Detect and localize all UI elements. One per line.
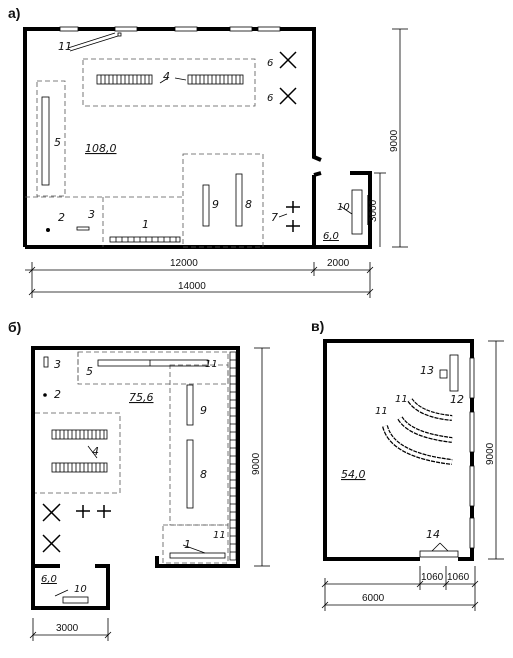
plan-b-crosses [42,503,111,553]
plan-v-label: в) [311,318,324,334]
plan-a-num-11: 11 [58,40,72,53]
plan-b: б) [8,319,270,641]
plan-b-dim-3000: 3000 [56,623,79,634]
plan-b-dim-9000: 9000 [251,452,262,475]
plan-a-racks-4 [96,74,244,85]
plan-v-item-13 [439,369,448,379]
plan-b-area-small: 6,0 [41,574,57,585]
plan-a-dimensions [25,28,408,298]
plan-a-walls [23,27,372,249]
plan-a: а) [8,5,408,298]
plan-v-num-13: 13 [420,364,434,377]
plan-v-dim-6000: 6000 [362,593,385,604]
plan-a-num-2: 2 [58,211,65,224]
plan-b-num-2: 2 [54,388,61,401]
plan-a-num-9: 9 [212,198,219,211]
plan-b-area: 75,6 [129,391,154,404]
plan-a-crosses-6 [279,51,297,105]
plan-a-item-10 [339,189,363,235]
plan-a-counter-5 [41,96,50,186]
plan-a-rack-8 [235,173,243,227]
plan-a-num-5: 5 [54,136,61,149]
plan-a-num-7: 7 [271,211,278,224]
plan-a-num-6a: 6 [267,58,273,69]
plan-b-item-3 [43,356,49,368]
plan-a-plus-7 [278,201,300,232]
plan-b-counter-1 [169,544,226,559]
plan-a-area: 108,0 [85,142,117,155]
plan-b-numbers: 3 2 5 11 4 9 8 11 1 10 75,6 6,0 [41,358,226,595]
plan-a-item-2 [46,228,50,232]
plan-b-counter-5 [97,359,209,367]
plan-v-walls [323,339,474,561]
plan-a-num-10: 10 [337,202,350,213]
plan-v-windows [469,357,475,549]
plan-v-numbers: 13 12 11 11 14 54,0 [341,364,464,541]
plan-a-dim-3000: 3000 [368,199,379,222]
plan-a-num-6b: 6 [267,93,273,104]
plan-a-item-11 [67,32,122,52]
plan-a-counter-1 [109,236,181,243]
plan-b-dimensions [29,347,270,641]
plan-a-rack-9 [202,184,210,227]
plan-a-windows [59,26,281,32]
plan-v-dim-1060b: 1060 [447,572,470,583]
plan-v-num-11b: 11 [375,406,388,417]
plan-a-numbers: 11 4 6 6 5 2 3 1 9 8 7 10 108,0 6,0 [54,40,350,242]
plan-a-dim-14000: 14000 [178,281,206,292]
plan-v-item-14 [419,542,459,558]
plan-a-dim-2000: 2000 [327,258,350,269]
plan-a-dim-12000: 12000 [170,258,198,269]
plan-b-rack-8 [186,439,194,509]
plan-a-label: а) [8,5,20,21]
plan-v-num-12: 12 [450,393,464,406]
plan-v-num-14: 14 [426,528,440,541]
plan-a-zones [25,58,264,248]
plan-b-walls [31,346,240,610]
plan-a-num-8: 8 [245,198,252,211]
plan-b-racks-4 [51,429,108,473]
plan-b-rack-9 [186,384,194,426]
plan-a-item-3 [76,226,90,231]
plan-a-dim-9000: 9000 [389,129,400,152]
plan-b-num-10: 10 [74,584,87,595]
plan-b-num-4: 4 [92,445,99,458]
plan-a-num-4: 4 [163,70,170,83]
plan-v-dim-1060a: 1060 [421,572,444,583]
plan-v-dim-9000: 9000 [485,442,496,465]
plan-v-item-12 [449,354,459,392]
plan-b-num-11a: 11 [205,359,218,370]
plan-v-seating-11-fill [383,398,453,464]
plan-b-num-3: 3 [54,358,61,371]
plan-b-num-5: 5 [86,365,93,378]
plan-v-num-11a: 11 [395,394,408,405]
plan-b-num-11b: 11 [213,530,226,541]
plan-b-zones [35,351,229,564]
plan-b-num-1: 1 [184,538,191,551]
plan-v-dimensions [321,340,504,611]
plan-b-label: б) [8,319,21,335]
plan-b-windows [229,351,237,561]
plan-v: в) [311,318,504,611]
plan-b-item-2 [43,393,47,397]
plan-a-area-small: 6,0 [323,231,339,242]
plan-b-num-9: 9 [200,404,207,417]
plan-b-num-8: 8 [200,468,207,481]
plan-a-num-1: 1 [142,218,149,231]
plan-v-area: 54,0 [341,468,366,481]
plan-a-num-3: 3 [88,208,95,221]
plan-b-item-10 [54,589,89,604]
